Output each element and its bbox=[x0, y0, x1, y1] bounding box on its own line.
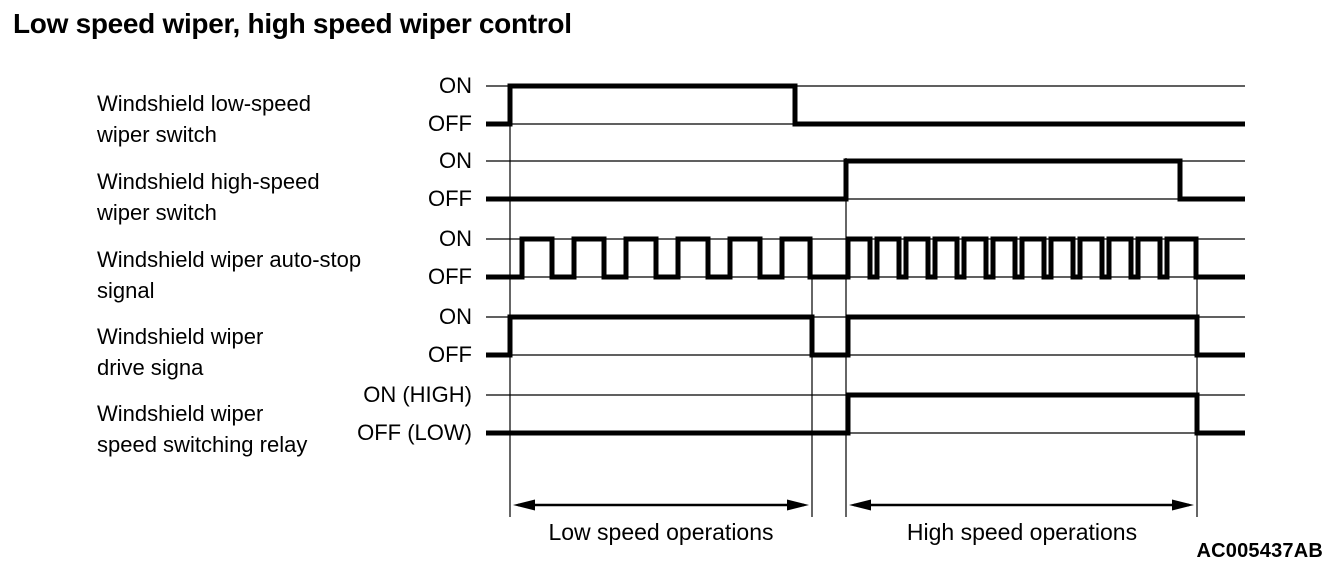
signal-label-line: drive signa bbox=[97, 355, 204, 380]
off-level-label-windshield-high-speed-wiper-switch: OFF bbox=[428, 186, 472, 211]
signal-label-windshield-low-speed-wiper-switch: Windshield low-speed wiper switch bbox=[97, 88, 311, 150]
span-arrowhead-right-high-speed-operations bbox=[1172, 499, 1194, 511]
on-level-label-windshield-wiper-auto-stop-signal: ON bbox=[439, 226, 472, 251]
page-title: Low speed wiper, high speed wiper contro… bbox=[13, 8, 572, 39]
on-level-label-windshield-low-speed-wiper-switch: ON bbox=[439, 73, 472, 98]
signal-label-line: Windshield low-speed bbox=[97, 91, 311, 116]
off-level-label-windshield-wiper-auto-stop-signal: OFF bbox=[428, 264, 472, 289]
span-label-high-speed-operations: High speed operations bbox=[906, 519, 1138, 545]
signal-label-line: wiper switch bbox=[97, 122, 217, 147]
waveform-windshield-wiper-drive-signal bbox=[486, 314, 1245, 358]
off-level-label-windshield-wiper-drive-signal: OFF bbox=[428, 342, 472, 367]
signal-label-windshield-wiper-drive-signal: Windshield wiper drive signa bbox=[97, 321, 263, 383]
on-level-label-windshield-wiper-drive-signal: ON bbox=[439, 304, 472, 329]
signal-label-line: signal bbox=[97, 278, 155, 303]
waveform-windshield-low-speed-wiper-switch bbox=[486, 83, 1245, 127]
signal-label-windshield-wiper-auto-stop-signal: Windshield wiper auto-stop signal bbox=[97, 244, 361, 306]
on-level-label-windshield-wiper-speed-switching-relay: ON (HIGH) bbox=[363, 382, 472, 407]
signal-label-line: wiper switch bbox=[97, 200, 217, 225]
waveform-windshield-wiper-auto-stop-signal bbox=[486, 236, 1245, 280]
figure-code: AC005437AB bbox=[1196, 540, 1323, 562]
signal-label-line: Windshield wiper bbox=[97, 324, 264, 349]
signal-label-line: Windshield high-speed bbox=[97, 169, 320, 194]
span-arrowhead-left-low-speed-operations bbox=[513, 499, 535, 511]
span-arrowhead-left-high-speed-operations bbox=[849, 499, 871, 511]
waveform-windshield-high-speed-wiper-switch bbox=[486, 158, 1245, 202]
signal-label-windshield-high-speed-wiper-switch: Windshield high-speed wiper switch bbox=[97, 166, 320, 228]
waveform-windshield-wiper-speed-switching-relay bbox=[486, 392, 1245, 436]
signal-label-line: Windshield wiper auto-stop bbox=[97, 247, 362, 272]
signal-label-line: Windshield wiper bbox=[97, 401, 264, 426]
off-level-label-windshield-wiper-speed-switching-relay: OFF (LOW) bbox=[357, 420, 472, 445]
on-level-label-windshield-high-speed-wiper-switch: ON bbox=[439, 148, 472, 173]
span-arrowhead-right-low-speed-operations bbox=[787, 499, 809, 511]
span-label-low-speed-operations: Low speed operations bbox=[548, 519, 774, 545]
signal-label-windshield-wiper-speed-switching-relay: Windshield wiper speed switching relay bbox=[97, 398, 307, 460]
off-level-label-windshield-low-speed-wiper-switch: OFF bbox=[428, 111, 472, 136]
signal-label-line: speed switching relay bbox=[97, 432, 308, 457]
